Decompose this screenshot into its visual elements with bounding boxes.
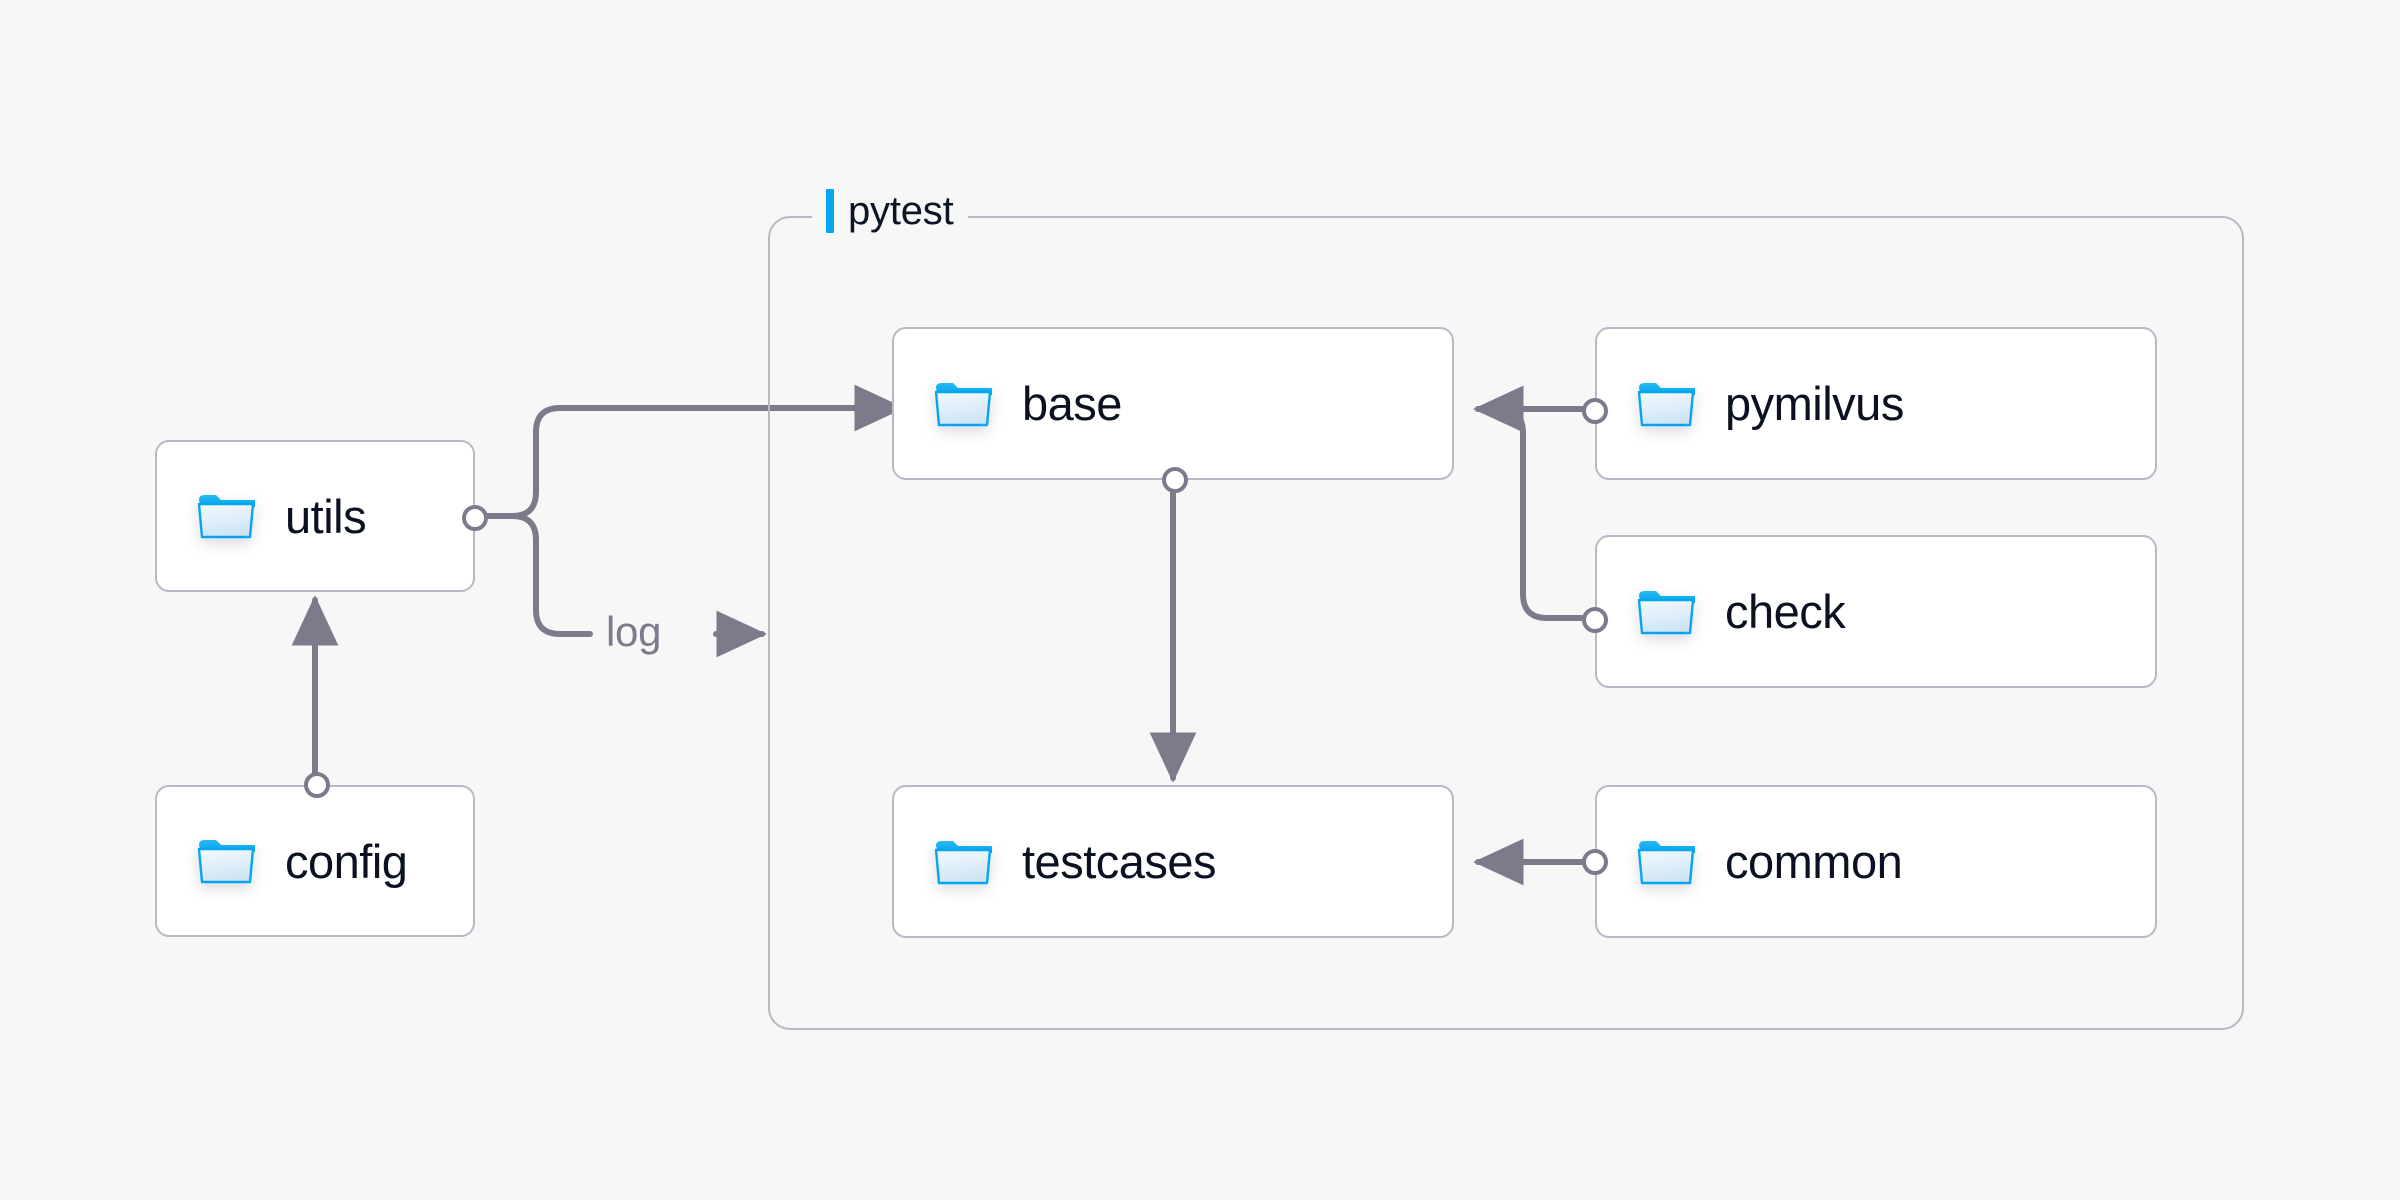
handle-common-left[interactable] [1582, 849, 1608, 875]
node-label: pymilvus [1725, 377, 1904, 430]
node-label: check [1725, 585, 1846, 638]
node-label: config [285, 834, 408, 888]
node-testcases[interactable]: testcases [892, 785, 1454, 938]
node-base[interactable]: base [892, 327, 1454, 493]
folder-icon [1637, 838, 1698, 886]
node-utils[interactable]: utils [155, 440, 488, 592]
group-accent-bar [826, 189, 834, 233]
node-label: common [1725, 835, 1903, 888]
folder-icon [934, 838, 995, 886]
handle-base-bottom[interactable] [1162, 467, 1188, 493]
node-label: testcases [1022, 835, 1217, 888]
group-label-pytest: pytest [812, 183, 968, 239]
group-container-pytest[interactable] [768, 216, 2244, 1030]
folder-icon [934, 380, 995, 428]
handle-utils-right[interactable] [462, 505, 488, 531]
handle-config-top[interactable] [304, 772, 330, 798]
edge-label-log: log [600, 608, 668, 656]
node-common[interactable]: common [1582, 785, 2157, 938]
node-config[interactable]: config [155, 772, 475, 937]
folder-icon [197, 492, 258, 540]
node-label: utils [285, 489, 367, 543]
node-pymilvus[interactable]: pymilvus [1582, 327, 2157, 480]
folder-icon [1637, 588, 1698, 636]
node-label: base [1022, 377, 1122, 430]
folder-icon [197, 837, 258, 885]
handle-check-left[interactable] [1582, 607, 1608, 633]
folder-icon [1637, 380, 1698, 428]
group-label-text: pytest [848, 188, 954, 233]
node-check[interactable]: check [1582, 535, 2157, 688]
handle-pymilvus-left[interactable] [1582, 398, 1608, 424]
